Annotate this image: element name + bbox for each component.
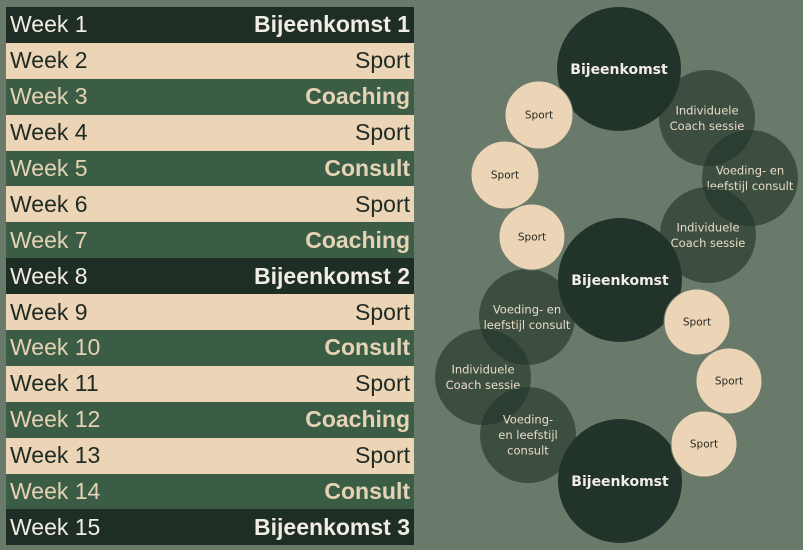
circle-label: leefstijl consult <box>484 318 571 332</box>
activity-label: Sport <box>355 370 410 397</box>
circle <box>498 203 566 271</box>
activity-label: Bijeenkomst 3 <box>254 513 410 540</box>
activity-label: Sport <box>355 47 410 74</box>
circle-label: Bijeenkomst <box>571 273 669 289</box>
activity-label: Sport <box>355 442 410 469</box>
schedule-row: Week 7 Coaching <box>6 222 414 259</box>
circle <box>695 347 763 415</box>
circle-label: Bijeenkomst <box>570 62 668 78</box>
circle-label: leefstijl consult <box>707 179 794 193</box>
schedule-row: Week 3 Coaching <box>6 78 414 115</box>
schedule-row: Week 6 Sport <box>6 186 414 223</box>
activity-label: Consult <box>324 155 410 181</box>
week-label: Week 4 <box>10 119 88 146</box>
circle-label: Sport <box>690 439 718 451</box>
circle <box>558 218 682 342</box>
activity-label: Consult <box>324 334 410 361</box>
cycle-node-bijeenkomst: Bijeenkomst <box>557 7 681 131</box>
schedule-row: Week 4 Sport <box>6 114 414 151</box>
activity-label: Coaching <box>305 226 410 253</box>
activity-label: Sport <box>355 190 410 217</box>
cycle-node-coach: Voeding-en leefstijl consult <box>480 387 576 483</box>
circle <box>470 140 540 210</box>
activity-label: Sport <box>355 298 410 325</box>
circle <box>660 187 756 283</box>
cycle-node-sport: Sport <box>663 288 731 356</box>
circle-label: Sport <box>525 110 553 122</box>
circle-label: en leefstijl <box>498 428 558 442</box>
circle-label: Coach sessie <box>446 378 521 392</box>
week-label: Week 15 <box>10 513 101 540</box>
week-label: Week 13 <box>10 442 101 469</box>
schedule-row: Week 12 Coaching <box>6 401 414 438</box>
circle-label: Individuele <box>451 362 514 376</box>
schedule-row: Week 14 Consult <box>6 473 414 510</box>
circle-label: Coach sessie <box>671 236 746 250</box>
activity-label: Sport <box>355 119 410 146</box>
circle <box>558 419 682 543</box>
week-label: Week 14 <box>10 478 101 505</box>
week-label: Week 6 <box>10 190 88 217</box>
week-label: Week 8 <box>10 262 88 289</box>
circle-label: Coach sessie <box>670 119 745 133</box>
week-label: Week 9 <box>10 298 88 325</box>
circle-label: Sport <box>491 170 519 182</box>
week-label: Week 7 <box>10 226 88 253</box>
activity-label: Bijeenkomst 2 <box>254 262 410 289</box>
cycle-node-sport: Sport <box>695 347 763 415</box>
circle-label: Individuele <box>675 103 738 117</box>
cycle-node-bijeenkomst: Bijeenkomst <box>558 218 682 342</box>
cycle-node-sport: Sport <box>670 410 738 478</box>
activity-label: Consult <box>324 478 410 505</box>
week-label: Week 2 <box>10 47 88 74</box>
week-label: Week 1 <box>10 11 88 38</box>
cycle-node-sport: Sport <box>504 80 574 150</box>
schedule-row: Week 5 Consult <box>6 150 414 187</box>
circle-label: Voeding- en <box>493 302 561 316</box>
schedule-row: Week 2 Sport <box>6 42 414 79</box>
week-label: Week 12 <box>10 406 101 433</box>
schedule-row: Week 1 Bijeenkomst 1 <box>6 7 414 43</box>
circle-label: Sport <box>715 376 743 388</box>
schedule-row: Week 10 Consult <box>6 330 414 366</box>
circle-label: Sport <box>518 232 546 244</box>
circle-label: consult <box>507 444 549 458</box>
circle <box>504 80 574 150</box>
circle-label: Individuele <box>676 220 739 234</box>
cycle-node-sport: Sport <box>470 140 540 210</box>
circle-label: Voeding- en <box>716 163 784 177</box>
activity-label: Coaching <box>305 406 410 433</box>
schedule-row: Week 9 Sport <box>6 294 414 331</box>
cycle-node-bijeenkomst: Bijeenkomst <box>558 419 682 543</box>
schedule-row: Week 15 Bijeenkomst 3 <box>6 509 414 546</box>
schedule-row: Week 11 Sport <box>6 365 414 402</box>
circle <box>670 410 738 478</box>
week-label: Week 11 <box>10 370 99 397</box>
circle-label: Bijeenkomst <box>571 474 669 490</box>
week-label: Week 10 <box>10 334 101 361</box>
week-label: Week 5 <box>10 155 88 181</box>
week-label: Week 3 <box>10 83 88 110</box>
schedule-row: Week 8 Bijeenkomst 2 <box>6 258 414 295</box>
schedule-row: Week 13 Sport <box>6 437 414 474</box>
circle-label: Voeding- <box>503 413 553 427</box>
circle-label: Sport <box>683 317 711 329</box>
cycle-node-sport: Sport <box>498 203 566 271</box>
activity-label: Bijeenkomst 1 <box>254 11 410 38</box>
activity-label: Coaching <box>305 83 410 110</box>
circle <box>480 387 576 483</box>
circle <box>663 288 731 356</box>
circle <box>557 7 681 131</box>
